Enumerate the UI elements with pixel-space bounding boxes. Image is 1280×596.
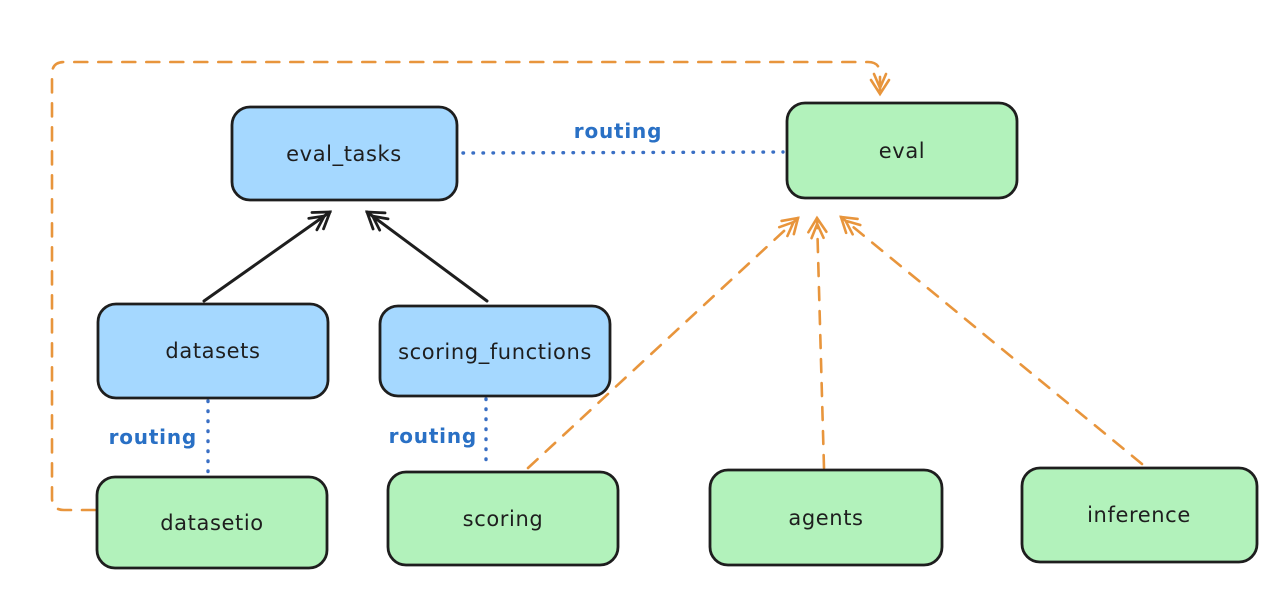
node-eval-box: [785, 101, 1019, 200]
node-datasetio-label: datasetio: [160, 511, 263, 535]
node-eval-label: eval: [879, 139, 925, 163]
node-scoring-box: [386, 470, 620, 567]
node-eval-tasks: eval_tasks: [230, 105, 459, 202]
node-scoring-functions: scoring_functions: [378, 304, 612, 398]
node-inference-box: [1020, 466, 1259, 564]
edge-datasets-to-eval-tasks: [202, 210, 333, 303]
node-agents-box: [708, 468, 944, 567]
node-eval-tasks-label: eval_tasks: [286, 142, 402, 167]
node-inference: inference: [1020, 466, 1259, 564]
node-eval-tasks-box: [230, 105, 459, 202]
node-datasets-box: [96, 302, 330, 400]
edge-eval-tasks-to-eval-routing: [461, 150, 785, 155]
node-eval: eval: [785, 101, 1019, 200]
node-agents: agents: [708, 468, 944, 567]
routing-label-scoring: routing: [389, 424, 477, 448]
routing-label-top: routing: [574, 119, 662, 143]
edge-scoring-to-eval: [526, 216, 800, 470]
edge-datasetio-to-eval: [50, 60, 891, 512]
node-scoring-functions-box: [378, 304, 612, 398]
node-datasets: datasets: [96, 302, 330, 400]
edge-scoring-functions-to-eval-tasks: [364, 210, 489, 303]
edge-inference-to-eval: [839, 215, 1144, 466]
node-scoring-functions-label: scoring_functions: [398, 340, 592, 365]
node-datasetio-box: [95, 475, 329, 570]
node-inference-label: inference: [1087, 503, 1191, 527]
node-datasetio: datasetio: [95, 475, 329, 570]
node-datasets-label: datasets: [165, 339, 260, 363]
node-agents-label: agents: [788, 506, 863, 530]
edge-agents-to-eval: [807, 215, 828, 470]
node-scoring: scoring: [386, 470, 620, 567]
node-scoring-label: scoring: [463, 507, 544, 531]
routing-label-datasetio: routing: [109, 425, 197, 449]
